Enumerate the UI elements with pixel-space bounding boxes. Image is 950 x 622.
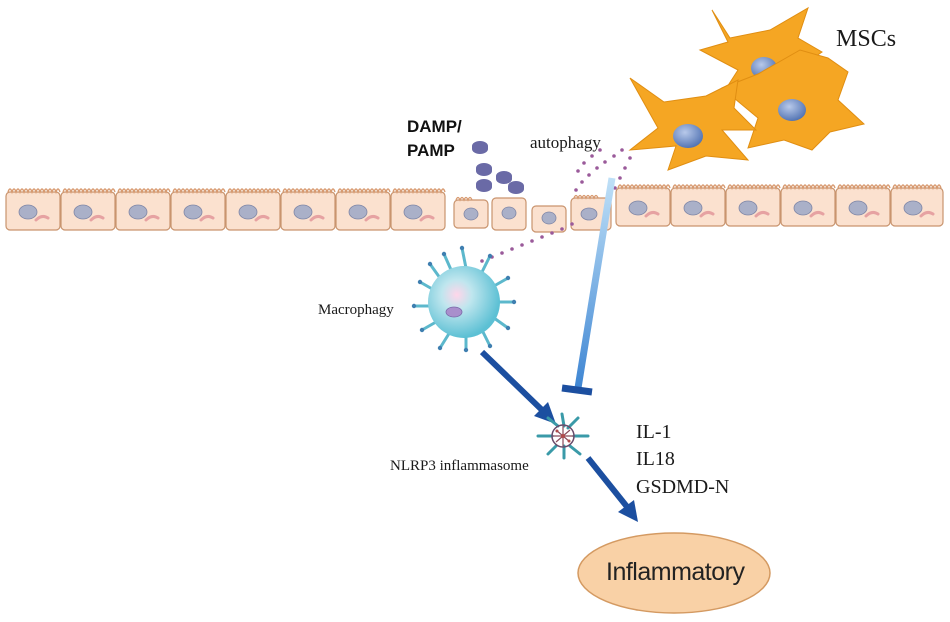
nlrp3-inflammasome-icon <box>536 412 590 460</box>
mscs-label: MSCs <box>836 26 897 52</box>
epithelial-cell <box>670 184 726 227</box>
epithelial-cell <box>170 188 226 231</box>
gsdmd-label: GSDMD-N <box>636 476 730 498</box>
inflammatory-ellipse <box>577 532 771 614</box>
macrophage-to-nlrp3-arrow <box>479 349 556 424</box>
epithelium-right <box>615 184 944 227</box>
macrophage <box>411 245 517 353</box>
pamp-label: PAMP <box>407 141 455 160</box>
damaged-cell <box>531 205 567 233</box>
epithelial-cell <box>890 184 944 227</box>
epithelial-cell <box>835 184 891 227</box>
damp-label: DAMP/ <box>407 117 462 136</box>
autophagy-label: autophagy <box>530 133 601 152</box>
msc-cells <box>628 6 866 171</box>
damp-particle <box>472 141 488 154</box>
epithelial-cell <box>60 188 116 231</box>
damaged-cell <box>453 196 489 229</box>
damp-particle <box>496 171 512 184</box>
inflammatory-label: Inflammatory <box>606 558 745 586</box>
epithelial-cell <box>5 188 61 231</box>
damaged-epithelium <box>453 194 612 233</box>
damaged-cell <box>570 194 612 231</box>
damp-particle <box>476 163 492 176</box>
nlrp3-to-inflammatory-arrow <box>585 456 638 522</box>
il1-label: IL-1 <box>636 421 672 443</box>
damp-particle <box>508 181 524 194</box>
epithelial-cell <box>225 188 281 231</box>
epithelial-cell <box>725 184 781 227</box>
damaged-cell <box>491 197 527 231</box>
il18-label: IL18 <box>636 448 675 470</box>
msc-cell <box>628 77 758 171</box>
epithelial-cell <box>390 188 446 231</box>
nlrp3-label: NLRP3 inflammasome <box>390 458 529 474</box>
epithelial-cell <box>115 188 171 231</box>
damp-pamp-particles <box>472 141 524 194</box>
inhibition-arrow <box>561 177 616 396</box>
epithelium-left <box>5 188 446 231</box>
epithelial-cell <box>335 188 391 231</box>
autophagy-dots <box>480 148 632 263</box>
epithelial-cell <box>280 188 336 231</box>
msc-cell <box>721 49 866 151</box>
epithelial-cell <box>780 184 836 227</box>
epithelial-cell <box>615 184 671 227</box>
macrophagy-label: Macrophagy <box>318 302 394 318</box>
damp-particle <box>476 179 492 192</box>
